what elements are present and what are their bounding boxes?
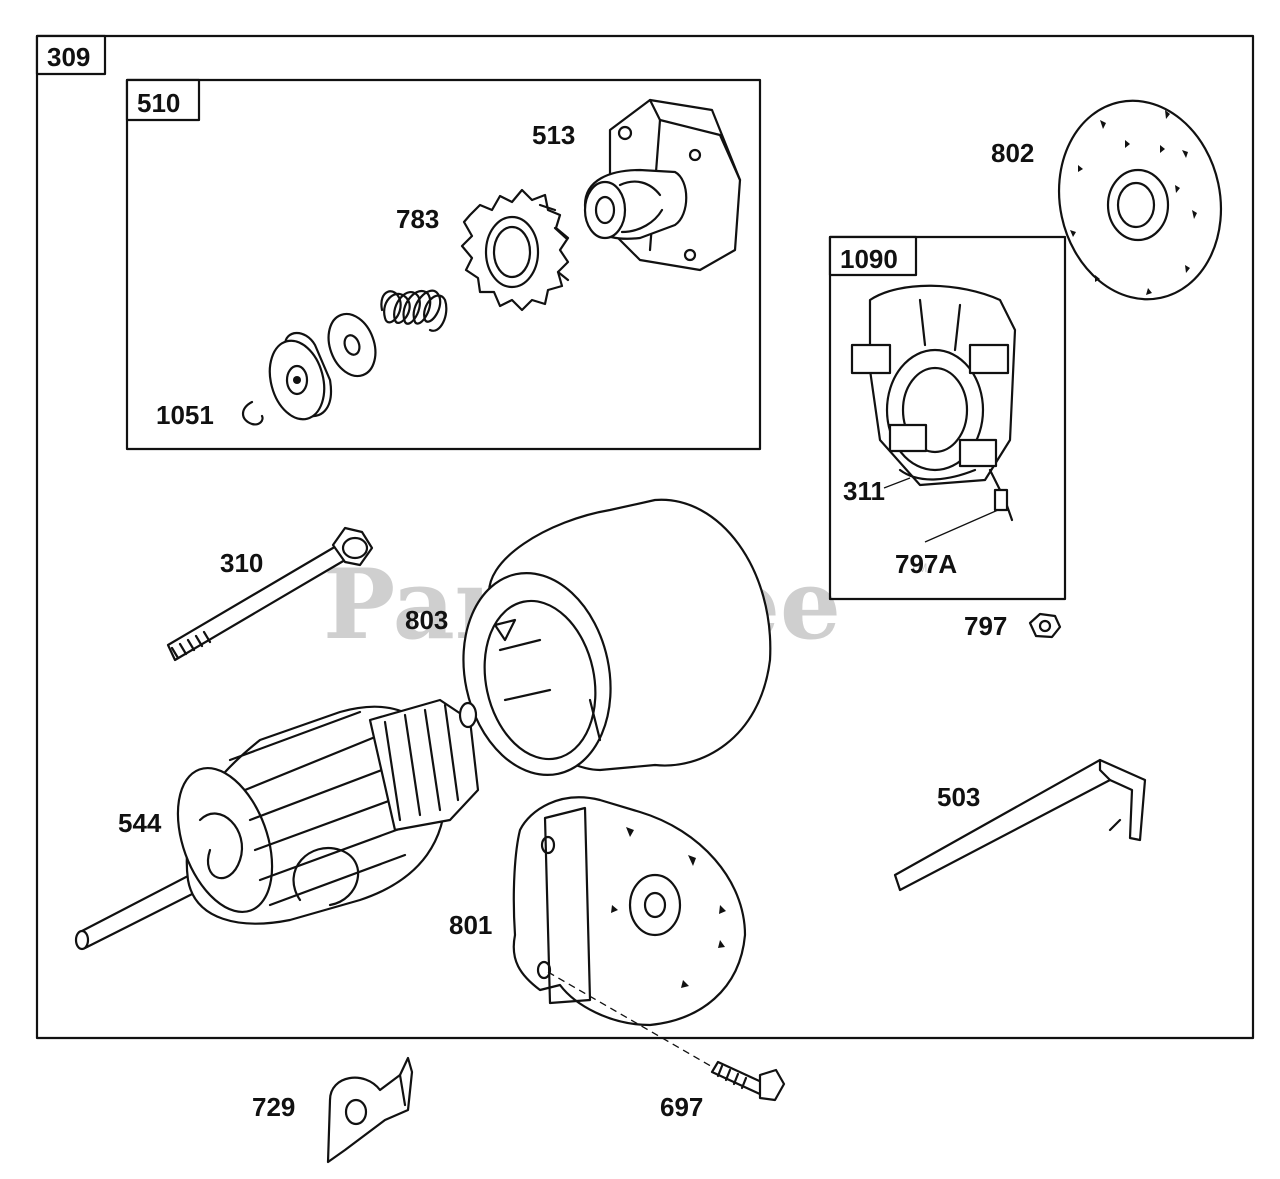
part-labels: 513 783 1051 802 311 797A 797 310 803 54…: [118, 120, 1034, 1122]
motor-frame-part: [462, 498, 772, 776]
label-802: 802: [991, 138, 1034, 168]
label-797A: 797A: [895, 549, 957, 579]
leader-lines: [883, 477, 999, 543]
brush-kit-frame: 1090: [828, 235, 1067, 601]
strap-part: [893, 758, 1147, 892]
brush-kit-label: 1090: [840, 244, 898, 274]
armature-part: [74, 698, 480, 951]
label-544: 544: [118, 808, 162, 838]
label-310: 310: [220, 548, 263, 578]
label-783: 783: [396, 204, 439, 234]
through-bolt-part: [166, 526, 374, 662]
drive-housing-part: [583, 98, 742, 272]
watermark-trademark: TM: [910, 561, 927, 575]
label-311: 311: [843, 476, 885, 506]
label-801: 801: [449, 910, 492, 940]
drive-kit-frame: 510: [125, 78, 762, 451]
brush-holder-part: [850, 284, 1017, 522]
retaining-ring-part: [241, 400, 264, 426]
label-797: 797: [964, 611, 1007, 641]
drive-kit-label: 510: [137, 88, 180, 118]
screw-part: [547, 971, 786, 1102]
main-assembly-label: 309: [47, 42, 90, 72]
label-513: 513: [532, 120, 575, 150]
collar-part: [268, 331, 333, 421]
pinion-gear-part: [460, 188, 570, 312]
spring-part: [380, 289, 448, 332]
nut-part: [1028, 612, 1062, 639]
bracket-part: [326, 1056, 414, 1164]
end-plate-part: [512, 796, 747, 1027]
label-803: 803: [405, 605, 448, 635]
label-1051: 1051: [156, 400, 214, 430]
end-cap-part: [1057, 99, 1223, 301]
label-729: 729: [252, 1092, 295, 1122]
label-503: 503: [937, 782, 980, 812]
main-assembly-frame: 309: [35, 34, 1255, 1040]
washer-part: [327, 312, 377, 378]
label-697: 697: [660, 1092, 703, 1122]
